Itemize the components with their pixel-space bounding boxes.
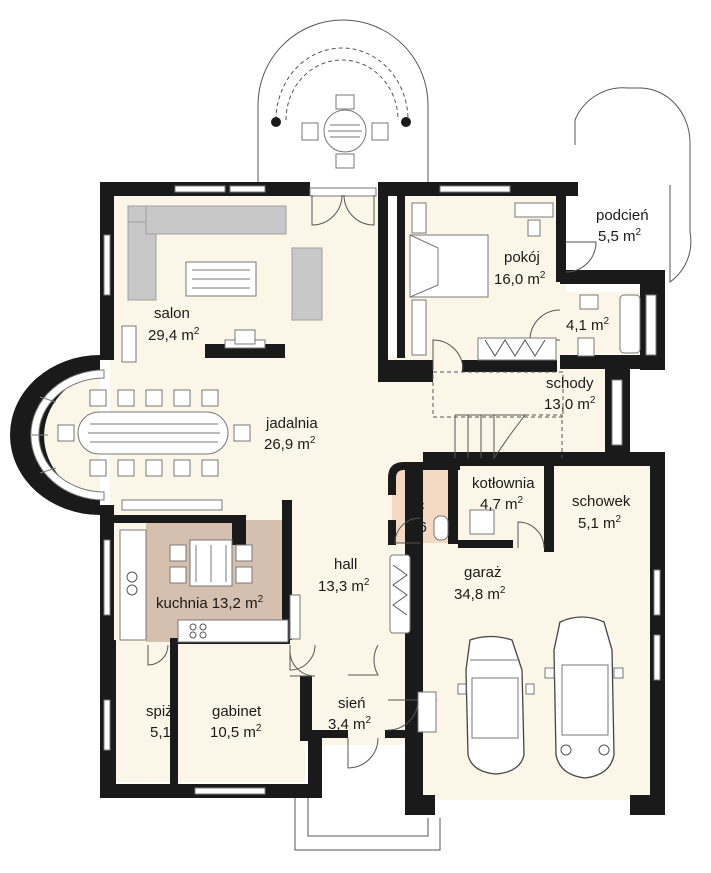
car-right: [544, 616, 624, 779]
hall-wardrobe: [389, 554, 411, 634]
salon-area: 29,4 m2: [148, 326, 200, 344]
gabinet-name: gabinet: [212, 703, 262, 720]
garaz-name: garaż: [464, 564, 502, 581]
wc-fixtures: [433, 509, 495, 541]
wc-name: wc: [405, 497, 425, 514]
terrace-top: [257, 19, 429, 185]
podcien-name: podcień: [596, 207, 649, 224]
porch-bottom: [294, 797, 441, 851]
schowek-name: schowek: [572, 493, 631, 510]
room-labels: salon 29,4 m2 jadalnia 26,9 m2 pokój 16,…: [146, 207, 649, 741]
salon-name: salon: [154, 305, 190, 322]
bedroom-furniture: [409, 202, 557, 361]
windows: [30, 185, 661, 795]
doors: [147, 187, 597, 769]
spiz-name: spiż.: [146, 703, 177, 720]
hall-name: hall: [334, 556, 357, 573]
wc-area: 2,6: [406, 519, 427, 536]
terrace-right: [574, 87, 692, 283]
pokoj-area: 16,0 m2: [494, 270, 546, 288]
jadalnia-area: 26,9 m2: [264, 435, 316, 453]
kitchen-fixtures: [119, 529, 301, 643]
kotlownia-name: kotłownia: [472, 475, 535, 492]
salon-furniture: [121, 205, 323, 363]
sien-area: 3,4 m2: [328, 715, 372, 733]
stairs: [432, 371, 564, 460]
kotlownia-area: 4,7 m2: [480, 495, 524, 513]
schowek-area: 5,1 m2: [578, 514, 622, 532]
schody-area: 13,0 m2: [544, 395, 596, 413]
hall-area: 13,3 m2: [318, 577, 370, 595]
sien-name: sień: [338, 695, 366, 712]
schody-name: schody: [546, 375, 594, 392]
car-left: [457, 635, 535, 775]
podcien-area: 5,5 m2: [598, 227, 642, 245]
garaz-area: 34,8 m2: [454, 585, 506, 603]
spiz-area: 5,1: [150, 724, 171, 741]
dining-table: [57, 389, 251, 477]
pokoj-name: pokój: [504, 249, 540, 266]
lazienka-area: 4,1 m2: [566, 316, 610, 334]
jadalnia-name: jadalnia: [265, 415, 318, 432]
gabinet-area: 10,5 m2: [210, 723, 262, 741]
bathroom-fixtures: [577, 294, 641, 357]
terrace-table: [301, 94, 389, 169]
